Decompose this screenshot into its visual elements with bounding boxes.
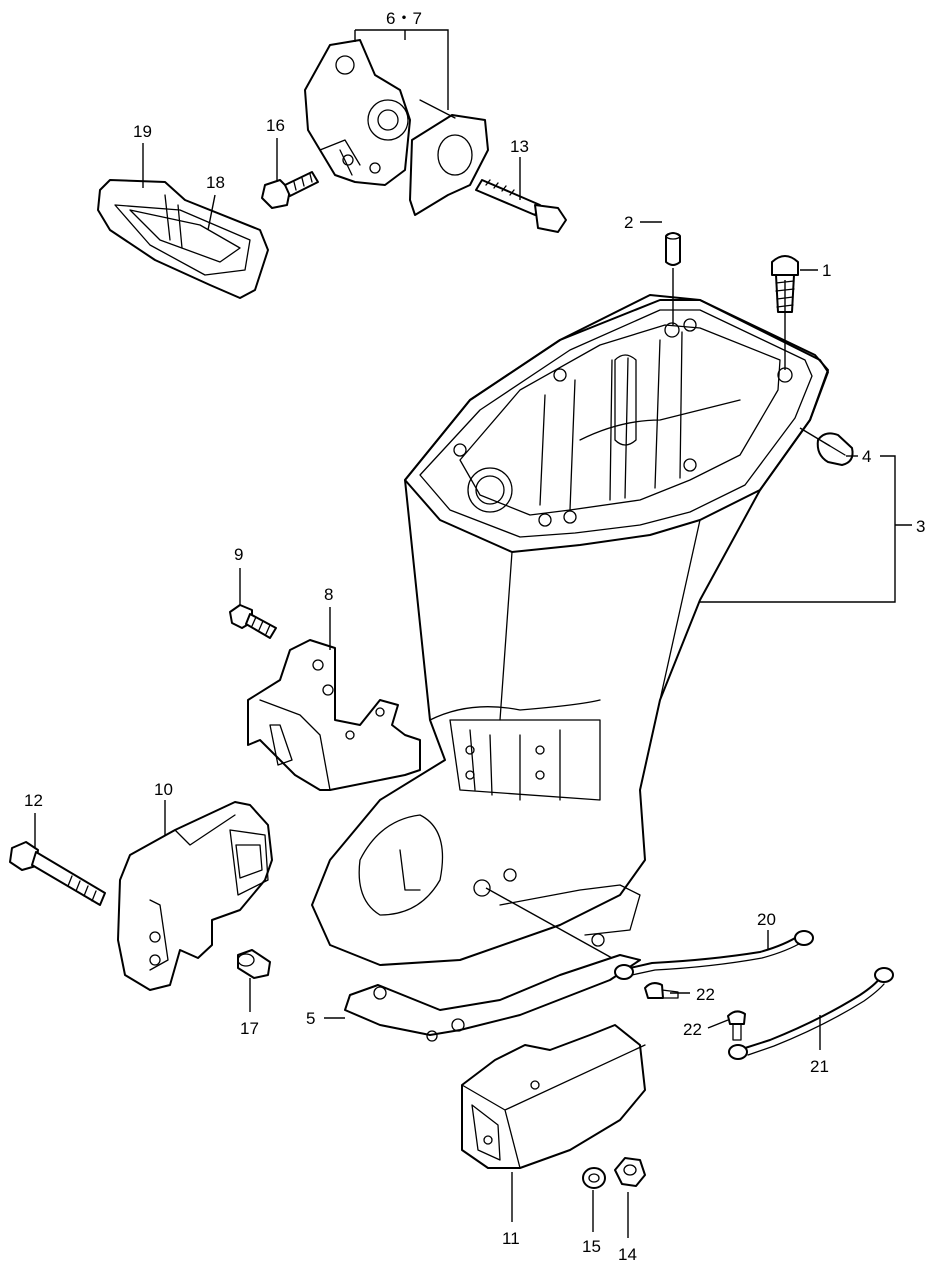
callout-1: 1 — [822, 261, 831, 280]
callout-5: 5 — [306, 1009, 315, 1028]
callout-22-upper: 22 — [696, 985, 715, 1004]
gasket — [344, 954, 641, 1042]
pin-17 — [237, 949, 271, 979]
upper-mount-assembly — [304, 39, 489, 216]
callout-6-7: 6・7 — [386, 9, 422, 28]
callout-22-lower: 22 — [683, 1020, 702, 1039]
leader-lines — [34, 29, 912, 1238]
callout-21: 21 — [810, 1057, 829, 1076]
screw-22-lower — [727, 1010, 746, 1041]
plug-4 — [816, 432, 854, 466]
callout-4: 4 — [862, 447, 871, 466]
bolt-12 — [9, 841, 106, 906]
callout-12: 12 — [24, 791, 43, 810]
callout-9: 9 — [234, 545, 243, 564]
screw-22-upper — [644, 982, 679, 999]
driveshaft-housing — [311, 294, 829, 966]
bolt-16 — [261, 171, 319, 209]
callout-20: 20 — [757, 910, 776, 929]
callout-10: 10 — [154, 780, 173, 799]
dowel-pin-2 — [665, 232, 681, 266]
callout-16: 16 — [266, 116, 285, 135]
lower-mount-10 — [117, 801, 273, 991]
callout-15: 15 — [582, 1237, 601, 1256]
callout-labels: 1 2 3 4 5 6・7 8 9 10 11 12 13 14 15 16 1… — [24, 9, 925, 1264]
callout-13: 13 — [510, 137, 529, 156]
cover-11 — [461, 1024, 646, 1169]
callout-3: 3 — [916, 517, 925, 536]
washer-15 — [582, 1167, 606, 1189]
ground-wire-20 — [614, 930, 814, 980]
callout-17: 17 — [240, 1019, 259, 1038]
callout-19: 19 — [133, 122, 152, 141]
callout-11: 11 — [502, 1229, 520, 1248]
callout-14: 14 — [618, 1245, 637, 1264]
ground-wire-21 — [728, 967, 894, 1060]
bolt-13 — [475, 179, 567, 233]
bracket-8 — [247, 639, 421, 791]
bolt-9 — [229, 604, 277, 639]
callout-8: 8 — [324, 585, 333, 604]
nut-14 — [614, 1157, 646, 1187]
callout-2: 2 — [624, 213, 633, 232]
grommet-pair — [97, 179, 269, 299]
callout-18: 18 — [206, 173, 225, 192]
